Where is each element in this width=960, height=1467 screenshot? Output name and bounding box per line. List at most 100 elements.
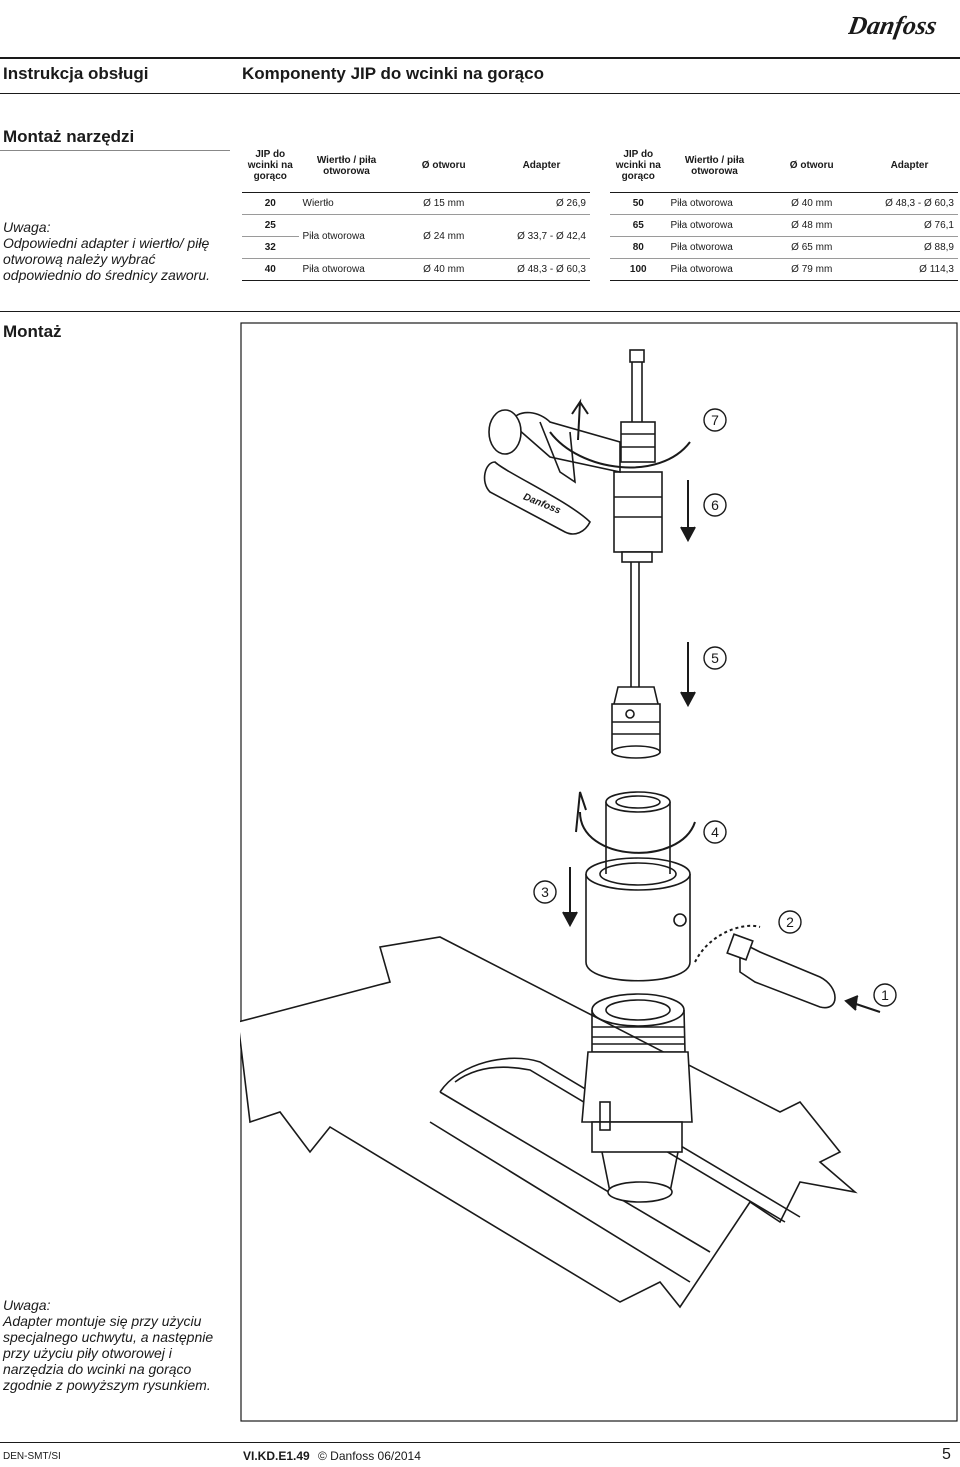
cell-hole: Ø 15 mm (394, 192, 493, 215)
rotate-arrow-icon (579, 811, 696, 854)
header-rule-bottom (0, 93, 960, 94)
step-1-marker (873, 983, 897, 1007)
cell-tool: Piła otworowa (666, 236, 763, 259)
section-title-tools: Montaż narzędzi (3, 127, 135, 146)
step-label: 6 (711, 497, 719, 513)
hole-saw-icon (611, 686, 661, 759)
document-type: Instrukcja obsługi (3, 64, 149, 83)
note-label: Uwaga: (3, 1297, 51, 1313)
spec-table-left: JIP do wcinki na gorąco Wiertło / piła o… (242, 140, 590, 281)
footer-rule (0, 1442, 960, 1443)
arrow-head-icon (680, 526, 696, 543)
table-header-row: JIP do wcinki na gorąco Wiertło / piła o… (242, 140, 590, 193)
table-row: 80 Piła otworowa Ø 65 mm Ø 88,9 (610, 236, 958, 259)
pipe-icon (240, 936, 858, 1309)
step-label: 2 (786, 914, 794, 930)
cell-size: 40 (242, 258, 299, 281)
cell-tool: Piła otworowa (298, 214, 395, 259)
arrow-head-icon (680, 691, 696, 708)
spec-table-right: JIP do wcinki na gorąco Wiertło / piła o… (610, 140, 958, 281)
step-label: 3 (541, 884, 549, 900)
arrow-head-icon (562, 911, 578, 928)
table-row: 25 32 Piła otworowa Ø 24 mm Ø 33,7 - Ø 4… (242, 214, 590, 259)
fitting-icon (581, 993, 693, 1203)
cell-size: 80 (610, 236, 667, 259)
note-label: Uwaga: (3, 219, 51, 235)
footer-copyright: © Danfoss 06/2014 (318, 1449, 421, 1463)
cell-size-group: 25 32 (242, 214, 299, 259)
adapter-icon (585, 791, 691, 982)
cell-hole: Ø 40 mm (394, 258, 493, 281)
cell-hole: Ø 40 mm (762, 192, 861, 215)
cell-adapter: Ø 76,1 (860, 214, 958, 237)
col-header-adapter: Adapter (492, 140, 590, 193)
col-header-jip: JIP do wcinki na gorąco (610, 140, 667, 193)
handle-icon (726, 933, 836, 1009)
step-label: 1 (881, 987, 889, 1003)
svg-text:Danfoss: Danfoss (848, 11, 939, 40)
cell-adapter: Ø 26,9 (492, 192, 590, 215)
step-label: 5 (711, 650, 719, 666)
cell-adapter: Ø 114,3 (860, 258, 958, 281)
cell-adapter: Ø 88,9 (860, 236, 958, 259)
table-row: 50 Piła otworowa Ø 40 mm Ø 48,3 - Ø 60,3 (610, 192, 958, 215)
col-header-tool: Wiertło / piła otworowa (666, 140, 763, 193)
cell-adapter: Ø 48,3 - Ø 60,3 (860, 192, 958, 215)
rotate-arrow-icon (549, 431, 691, 469)
table-row: 40 Piła otworowa Ø 40 mm Ø 48,3 - Ø 60,3 (242, 258, 590, 281)
cell-size: 100 (610, 258, 667, 281)
assembly-drawing: Danfoss 7 6 5 4 3 2 1 (240, 322, 958, 1422)
ball-valve-icon: Danfoss (483, 409, 621, 535)
cell-hole: Ø 79 mm (762, 258, 861, 281)
section-rule-mounting (0, 311, 960, 312)
note-text: Odpowiedni adapter i wiertło/ piłę otwor… (3, 235, 211, 283)
cell-adapter: Ø 48,3 - Ø 60,3 (492, 258, 590, 281)
arrow-head-icon (844, 995, 859, 1011)
cell-tool: Piła otworowa (666, 258, 763, 281)
table-row: 65 Piła otworowa Ø 48 mm Ø 76,1 (610, 214, 958, 237)
step-markers (533, 408, 897, 1007)
mounting-note: Uwaga: Adapter montuje się przy użyciu s… (3, 1297, 228, 1393)
col-header-tool: Wiertło / piła otworowa (298, 140, 395, 193)
cell-tool: Piła otworowa (298, 258, 395, 281)
table-row: 100 Piła otworowa Ø 79 mm Ø 114,3 (610, 258, 958, 281)
cell-tool: Wiertło (298, 192, 395, 215)
arrow-head-icon (571, 398, 589, 441)
rotate-arrow-icon (694, 924, 761, 963)
cell-hole: Ø 48 mm (762, 214, 861, 237)
step-label: 4 (711, 824, 719, 840)
header-rule (0, 57, 960, 59)
step-7-marker (703, 408, 727, 432)
cell-size: 50 (610, 192, 667, 215)
cell-tool: Piła otworowa (666, 214, 763, 237)
col-header-adapter: Adapter (860, 140, 958, 193)
page-number: 5 (942, 1446, 951, 1463)
step-6-marker (703, 493, 727, 517)
danfoss-logo: Danfoss (848, 11, 939, 40)
cell-hole: Ø 65 mm (762, 236, 861, 259)
note-text: Adapter montuje się przy użyciu specjaln… (3, 1313, 214, 1393)
cell-size: 65 (610, 214, 667, 237)
arrow-head-icon (575, 791, 587, 833)
step-4-marker (703, 820, 727, 844)
figure-frame (240, 322, 958, 1422)
step-3-marker (533, 880, 557, 904)
cell-adapter: Ø 33,7 - Ø 42,4 (492, 214, 590, 259)
motion-arrows (549, 398, 881, 1013)
footer-department: DEN-SMT/SI (3, 1451, 61, 1462)
col-header-hole: Ø otworu (762, 140, 861, 193)
cell-tool: Piła otworowa (666, 192, 763, 215)
step-2-marker (778, 910, 802, 934)
section-title-mounting: Montaż (3, 322, 62, 341)
cell-hole: Ø 24 mm (394, 214, 493, 259)
cell-size: 32 (242, 235, 299, 258)
cell-size: 20 (242, 192, 299, 215)
section-rule (0, 150, 230, 151)
col-header-jip: JIP do wcinki na gorąco (242, 140, 299, 193)
document-title: Komponenty JIP do wcinki na gorąco (242, 64, 544, 83)
table-row: 20 Wiertło Ø 15 mm Ø 26,9 (242, 192, 590, 215)
col-header-hole: Ø otworu (394, 140, 493, 193)
table-header-row: JIP do wcinki na gorąco Wiertło / piła o… (610, 140, 958, 193)
step-5-marker (703, 646, 727, 670)
hot-tap-tool-icon (613, 349, 663, 687)
